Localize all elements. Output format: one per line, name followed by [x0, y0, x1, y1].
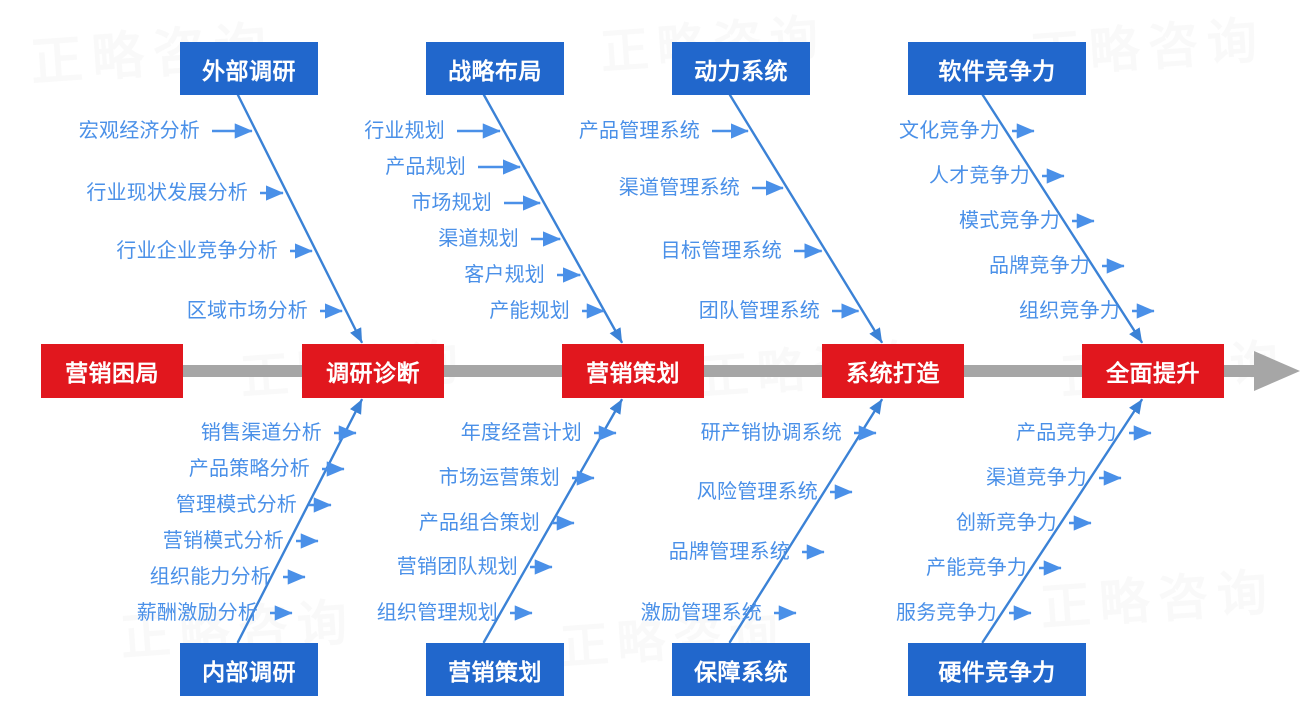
spine-segment: [1224, 365, 1254, 377]
cause-label: 激励管理系统: [640, 602, 762, 624]
spine-segment: [183, 365, 302, 377]
spine-segment: [444, 365, 562, 377]
cause-label: 组织能力分析: [149, 566, 271, 588]
stage-box-stage-1[interactable]: 营销困局: [41, 344, 183, 398]
cause-label: 人才竞争力: [929, 165, 1030, 187]
cause-label: 模式竞争力: [959, 210, 1060, 232]
cause-label: 销售渠道分析: [200, 422, 322, 444]
cause-label: 区域市场分析: [186, 300, 308, 322]
cause-label: 管理模式分析: [175, 494, 297, 516]
cause-label: 宏观经济分析: [78, 120, 200, 142]
cause-label: 品牌竞争力: [989, 255, 1090, 277]
category-box-branch-bottom-4[interactable]: 硬件竞争力: [908, 643, 1086, 696]
spine-segment: [704, 365, 822, 377]
category-box-branch-top-4[interactable]: 软件竞争力: [908, 42, 1086, 95]
category-box-branch-top-3[interactable]: 动力系统: [672, 42, 810, 95]
cause-label: 产能竞争力: [926, 557, 1027, 579]
cause-label: 产品组合策划: [418, 512, 540, 534]
cause-label: 营销模式分析: [162, 530, 284, 552]
cause-label: 行业企业竞争分析: [116, 240, 278, 262]
cause-label: 产品竞争力: [1016, 422, 1117, 444]
cause-label: 客户规划: [464, 264, 545, 286]
cause-label: 产品策略分析: [188, 458, 310, 480]
cause-label: 目标管理系统: [660, 240, 782, 262]
cause-label: 创新竞争力: [956, 512, 1057, 534]
stage-box-stage-4[interactable]: 系统打造: [822, 344, 964, 398]
stage-box-stage-3[interactable]: 营销策划: [562, 344, 704, 398]
cause-label: 团队管理系统: [698, 300, 820, 322]
category-box-branch-top-1[interactable]: 外部调研: [180, 42, 318, 95]
spine-end-arrow: [1254, 351, 1300, 391]
cause-label: 品牌管理系统: [668, 541, 790, 563]
cause-label: 文化竞争力: [899, 120, 1000, 142]
stage-box-stage-5[interactable]: 全面提升: [1082, 344, 1224, 398]
cause-label: 产品规划: [385, 156, 466, 178]
cause-label: 行业规划: [364, 120, 445, 142]
cause-label: 薪酬激励分析: [136, 602, 258, 624]
cause-label: 市场规划: [411, 192, 492, 214]
stage-box-stage-2[interactable]: 调研诊断: [302, 344, 444, 398]
cause-label: 市场运营策划: [438, 467, 560, 489]
cause-label: 渠道规划: [438, 228, 519, 250]
cause-label: 研产销协调系统: [700, 422, 842, 444]
cause-label: 渠道管理系统: [618, 177, 740, 199]
category-box-branch-bottom-2[interactable]: 营销策划: [426, 643, 564, 696]
category-box-branch-top-2[interactable]: 战略布局: [426, 42, 564, 95]
cause-label: 风险管理系统: [696, 481, 818, 503]
watermark: 正略咨询: [1038, 563, 1278, 637]
spine-segment: [964, 365, 1082, 377]
cause-label: 行业现状发展分析: [86, 182, 248, 204]
cause-label: 营销团队规划: [396, 556, 518, 578]
cause-label: 年度经营计划: [460, 422, 582, 444]
cause-label: 组织竞争力: [1019, 300, 1120, 322]
category-box-branch-bottom-3[interactable]: 保障系统: [672, 643, 810, 696]
cause-label: 服务竞争力: [896, 602, 997, 624]
category-box-branch-bottom-1[interactable]: 内部调研: [180, 643, 318, 696]
cause-label: 组织管理规划: [376, 602, 498, 624]
cause-label: 渠道竞争力: [986, 467, 1087, 489]
cause-label: 产能规划: [489, 300, 570, 322]
cause-label: 产品管理系统: [578, 120, 700, 142]
